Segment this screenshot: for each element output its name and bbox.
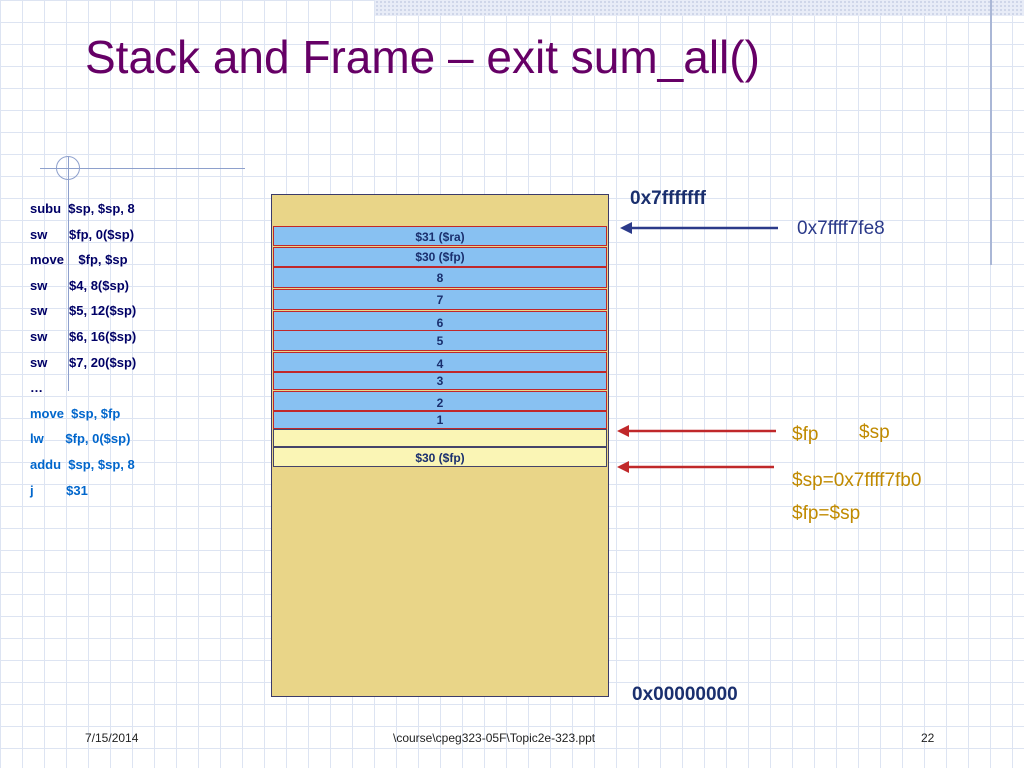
code-line: sw $7, 20($sp) (30, 354, 137, 370)
crosshair-circle-icon (56, 156, 80, 180)
code-line: sw $4, 8($sp) (30, 277, 129, 293)
stack-cell-1: 1 (273, 411, 607, 429)
code-line: sw $5, 12($sp) (30, 303, 137, 319)
ra-arrow-icon (620, 222, 778, 234)
code-line: sw $6, 16($sp) (30, 328, 137, 344)
right-decoration-line (990, 0, 992, 265)
fp-equals-sp-label: $fp=$sp (792, 503, 861, 524)
stack-cell-fp: $30 ($fp) (273, 247, 607, 267)
code-line: … (30, 380, 43, 396)
stack-cell-empty (273, 429, 607, 447)
stack-cell-5: 5 (273, 330, 607, 351)
ra-address-label: 0x7ffff7fe8 (797, 218, 885, 239)
footer-path: \course\cpeg323-05F\Topic2e-323.ppt (393, 731, 596, 745)
footer-date: 7/15/2014 (85, 731, 139, 745)
stack-cell-saved-fp: $30 ($fp) (273, 447, 607, 467)
stack-cell-4: 4 (273, 352, 607, 372)
code-line: j $31 (30, 482, 88, 498)
stack-cell-2: 2 (273, 391, 607, 411)
code-line: sw $fp, 0($sp) (30, 226, 135, 242)
saved-fp-arrow-icon (617, 461, 774, 473)
stack-cell-8: 8 (273, 267, 607, 288)
code-line: addu $sp, $sp, 8 (30, 456, 135, 472)
crosshair-vertical (68, 156, 69, 391)
assembly-code: subu $sp, $sp, 8 sw $fp, 0($sp) move $fp… (30, 199, 136, 506)
crosshair-horizontal (40, 168, 245, 169)
code-line: move $sp, $fp (30, 405, 121, 421)
footer-page-number: 22 (921, 731, 935, 745)
sp-value-label: $sp=0x7ffff7fb0 (792, 470, 922, 491)
stack-cell-3: 3 (273, 372, 607, 390)
address-top: 0x7fffffff (630, 188, 706, 209)
address-bottom: 0x00000000 (632, 684, 738, 705)
stack-cell-7: 7 (273, 289, 607, 310)
fp-sp-arrow-icon (617, 425, 776, 437)
fp-label: $fp (792, 424, 819, 445)
code-line: move $fp, $sp (30, 252, 128, 268)
stack-cell-ra: $31 ($ra) (273, 226, 607, 246)
sp-label: $sp (859, 422, 890, 443)
code-line: lw $fp, 0($sp) (30, 431, 131, 447)
slide-title: Stack and Frame – exit sum_all() (85, 31, 760, 83)
code-line: subu $sp, $sp, 8 (30, 201, 135, 216)
top-decoration-band (375, 0, 1024, 16)
